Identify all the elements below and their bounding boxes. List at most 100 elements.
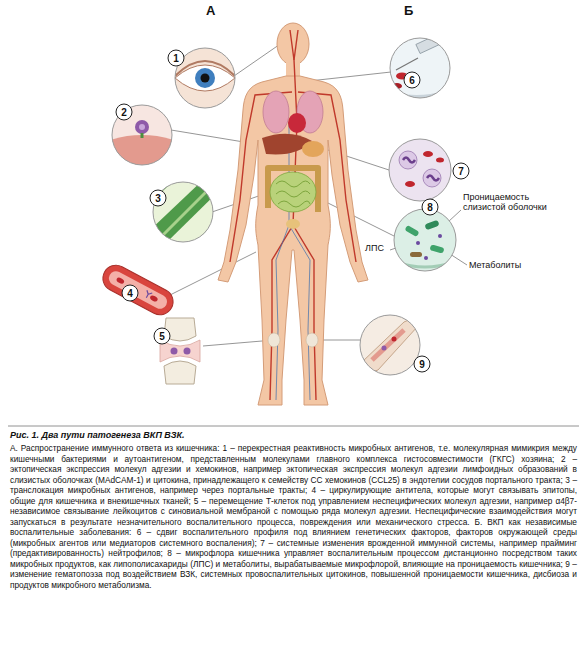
blood-vessel xyxy=(230,30,356,400)
callout-badge xyxy=(453,163,469,179)
portal-tract-callout xyxy=(140,172,226,250)
human-body xyxy=(263,91,289,133)
immune-cells-callout xyxy=(389,139,451,201)
human-body xyxy=(286,219,300,229)
human-body xyxy=(268,333,280,347)
immune-cells-callout xyxy=(389,139,451,201)
immune-cells-callout xyxy=(399,151,444,187)
blood-vessel xyxy=(294,30,298,60)
blood-sample-callout xyxy=(392,26,460,97)
blood-vessel xyxy=(276,122,289,400)
callout-number: 4 xyxy=(127,288,133,299)
vessel-callout xyxy=(144,290,153,299)
callout-number: 7 xyxy=(458,166,464,177)
microbiota-callout xyxy=(438,234,442,238)
bone-marrow-callout xyxy=(360,315,420,375)
microbiota-callout xyxy=(394,209,456,271)
callout-number: 8 xyxy=(427,202,433,213)
callout-badge xyxy=(122,285,138,301)
immune-cells-callout xyxy=(427,176,439,181)
vessel-callout xyxy=(149,294,158,302)
microbiota-callout xyxy=(396,262,454,267)
blood-vessel xyxy=(276,122,310,400)
blood-sample-callout xyxy=(390,38,450,98)
annotation-label: Проницаемость слизистой оболочки xyxy=(463,193,547,213)
blood-sample-callout xyxy=(392,83,402,89)
panel-letter: Б xyxy=(404,4,413,18)
bone-marrow-callout xyxy=(382,346,387,351)
human-body xyxy=(288,113,306,133)
callout-badge xyxy=(116,104,132,120)
microbiota-callout xyxy=(410,252,422,257)
human-body xyxy=(302,141,324,157)
blood-sample-callout xyxy=(390,26,460,98)
vessel-callout xyxy=(106,269,169,311)
tissue-callout xyxy=(139,124,145,130)
annotation-label: Метаболиты xyxy=(469,261,521,271)
human-body xyxy=(218,76,368,405)
callout-badge xyxy=(168,50,184,66)
joint-callout xyxy=(184,348,191,355)
callout-badge xyxy=(150,190,166,206)
joint-callout xyxy=(164,361,196,384)
human-body xyxy=(277,23,309,65)
callout-badge xyxy=(422,199,438,215)
portal-tract-callout xyxy=(150,178,220,244)
immune-cells-callout xyxy=(403,158,415,163)
blood-vessel xyxy=(270,122,297,400)
tissue-callout xyxy=(110,120,174,168)
leader-line xyxy=(450,254,467,265)
portal-tract-callout xyxy=(140,172,226,250)
eye-callout xyxy=(175,61,235,76)
immune-cells-callout xyxy=(423,169,441,187)
portal-tract-callout xyxy=(140,172,226,250)
callout-badge xyxy=(154,328,170,344)
callout-badge xyxy=(414,356,430,372)
bone-marrow-callout xyxy=(360,315,420,375)
leader-line xyxy=(168,252,256,296)
eye-callout xyxy=(175,61,235,91)
blood-vessel xyxy=(290,30,297,122)
human-body xyxy=(268,168,318,212)
figure-title: Рис. 1. Два пути патогенеза ВКП ВЗК. xyxy=(10,430,577,440)
bone-marrow-callout xyxy=(372,330,404,360)
tissue-callout xyxy=(110,105,174,168)
tissue-callout xyxy=(135,120,149,134)
blood-sample-callout xyxy=(396,58,418,70)
human-body xyxy=(276,181,310,207)
divider-line xyxy=(8,426,579,427)
eye-callout xyxy=(201,74,210,83)
blood-sample-callout xyxy=(416,26,460,54)
tissue-callout xyxy=(112,105,172,165)
microbiota-callout xyxy=(404,225,419,237)
microbiota-callout xyxy=(424,256,428,260)
human-body xyxy=(306,333,318,347)
blood-vessel xyxy=(289,225,310,400)
callout-number: 6 xyxy=(409,75,415,86)
immune-cells-callout xyxy=(436,158,444,163)
callout-number: 1 xyxy=(173,53,179,64)
human-body xyxy=(270,172,316,212)
tissue-callout xyxy=(141,133,144,138)
portal-tract-callout xyxy=(160,186,212,238)
bone-marrow-callout xyxy=(392,337,397,342)
microbiota-callout xyxy=(394,209,456,271)
immune-cells-callout xyxy=(399,151,417,169)
leader-line xyxy=(448,210,461,222)
callout-badge xyxy=(116,50,469,372)
callout-badge xyxy=(404,72,420,88)
callout-number: 3 xyxy=(155,193,161,204)
figure-caption: А. Распространение иммунного ответа из к… xyxy=(10,443,577,590)
microbiota-callout xyxy=(394,209,456,271)
vessel-callout xyxy=(98,261,177,320)
annotation-label: ЛПС xyxy=(365,244,384,254)
microbiota-callout xyxy=(416,241,420,245)
callout-number: 5 xyxy=(159,331,165,342)
bone-marrow-callout xyxy=(362,320,418,372)
microbiota-callout xyxy=(424,220,439,230)
bone-marrow-callout xyxy=(360,315,420,375)
vessel-callout xyxy=(98,261,177,320)
immune-cells-callout xyxy=(423,151,433,157)
